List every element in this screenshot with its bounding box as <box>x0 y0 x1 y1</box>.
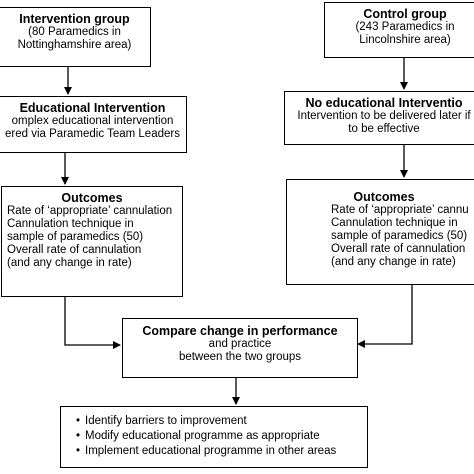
control-group-line-2: Lincolnshire area) <box>359 34 451 46</box>
educational-intervention-line-1: omplex educational intervention <box>11 115 174 127</box>
outcomes-left-line-5: (and any change in rate) <box>7 257 132 269</box>
list-item: • Modify educational programme as appropr… <box>71 429 367 444</box>
no-educational-intervention-line-2: to be effective <box>348 123 420 135</box>
intervention-group-box: Intervention group (80 Paramedics in Not… <box>0 7 151 67</box>
action-item-3: Implement educational programme in other… <box>85 445 337 457</box>
intervention-group-title: Intervention group <box>19 12 130 26</box>
arrow-outcomes-right-to-compare <box>357 285 413 348</box>
outcomes-right-box: Outcomes Rate of ‘appropriate’ cannu Can… <box>286 179 474 285</box>
list-item: • Implement educational programme in othe… <box>71 444 367 459</box>
no-educational-intervention-title: No educational Interventio <box>305 96 463 110</box>
actions-list: • Identify barriers to improvement • Modif… <box>71 414 367 459</box>
no-educational-intervention-box: No educational Interventio Intervention … <box>284 91 474 145</box>
outcomes-left-line-2: Cannulation technique in <box>7 218 134 230</box>
educational-intervention-title: Educational Intervention <box>19 101 166 115</box>
outcomes-right-line-4: Overall rate of cannulation <box>331 243 466 255</box>
outcomes-right-title: Outcomes <box>353 190 415 204</box>
control-group-title: Control group <box>363 7 447 21</box>
outcomes-left-line-1: Rate of ‘appropriate’ cannulation <box>7 205 173 217</box>
compare-title: Compare change in performance <box>142 324 338 338</box>
outcomes-right-line-3: sample of paramedics (50) <box>331 230 468 242</box>
compare-line-1: and practice <box>208 338 272 350</box>
bullet-icon: • <box>75 415 81 427</box>
compare-line-2: between the two groups <box>178 351 302 363</box>
control-group-line-1: (243 Paramedics in <box>355 21 455 33</box>
no-educational-intervention-line-1: Intervention to be delivered later if <box>297 110 471 122</box>
educational-intervention-line-2: ered via Paramedic Team Leaders <box>5 128 180 140</box>
action-item-2: Modify educational programme as appropri… <box>85 430 320 442</box>
outcomes-left-line-3: sample of paramedics (50) <box>7 231 144 243</box>
bullet-icon: • <box>75 445 81 457</box>
actions-box: • Identify barriers to improvement • Modif… <box>60 406 368 468</box>
intervention-group-line-2: Nottinghamshire area) <box>17 39 132 51</box>
intervention-group-line-1: (80 Paramedics in <box>28 26 121 38</box>
outcomes-right-line-1: Rate of ‘appropriate’ cannu <box>331 204 469 216</box>
arrow-outcomes-left-to-compare <box>64 297 121 349</box>
compare-box: Compare change in performance and practi… <box>122 318 358 378</box>
outcomes-left-box: Outcomes Rate of ‘appropriate’ cannulati… <box>1 186 183 297</box>
action-item-1: Identify barriers to improvement <box>85 415 247 427</box>
bullet-icon: • <box>75 430 81 442</box>
list-item: • Identify barriers to improvement <box>71 414 367 429</box>
outcomes-left-title: Outcomes <box>61 191 123 205</box>
control-group-box: Control group (243 Paramedics in Lincoln… <box>324 2 474 58</box>
educational-intervention-box: Educational Intervention omplex educatio… <box>0 96 187 153</box>
outcomes-right-line-5: (and any change in rate) <box>331 256 456 268</box>
outcomes-left-line-4: Overall rate of cannulation <box>7 244 142 256</box>
outcomes-right-line-2: Cannulation technique in <box>331 217 458 229</box>
